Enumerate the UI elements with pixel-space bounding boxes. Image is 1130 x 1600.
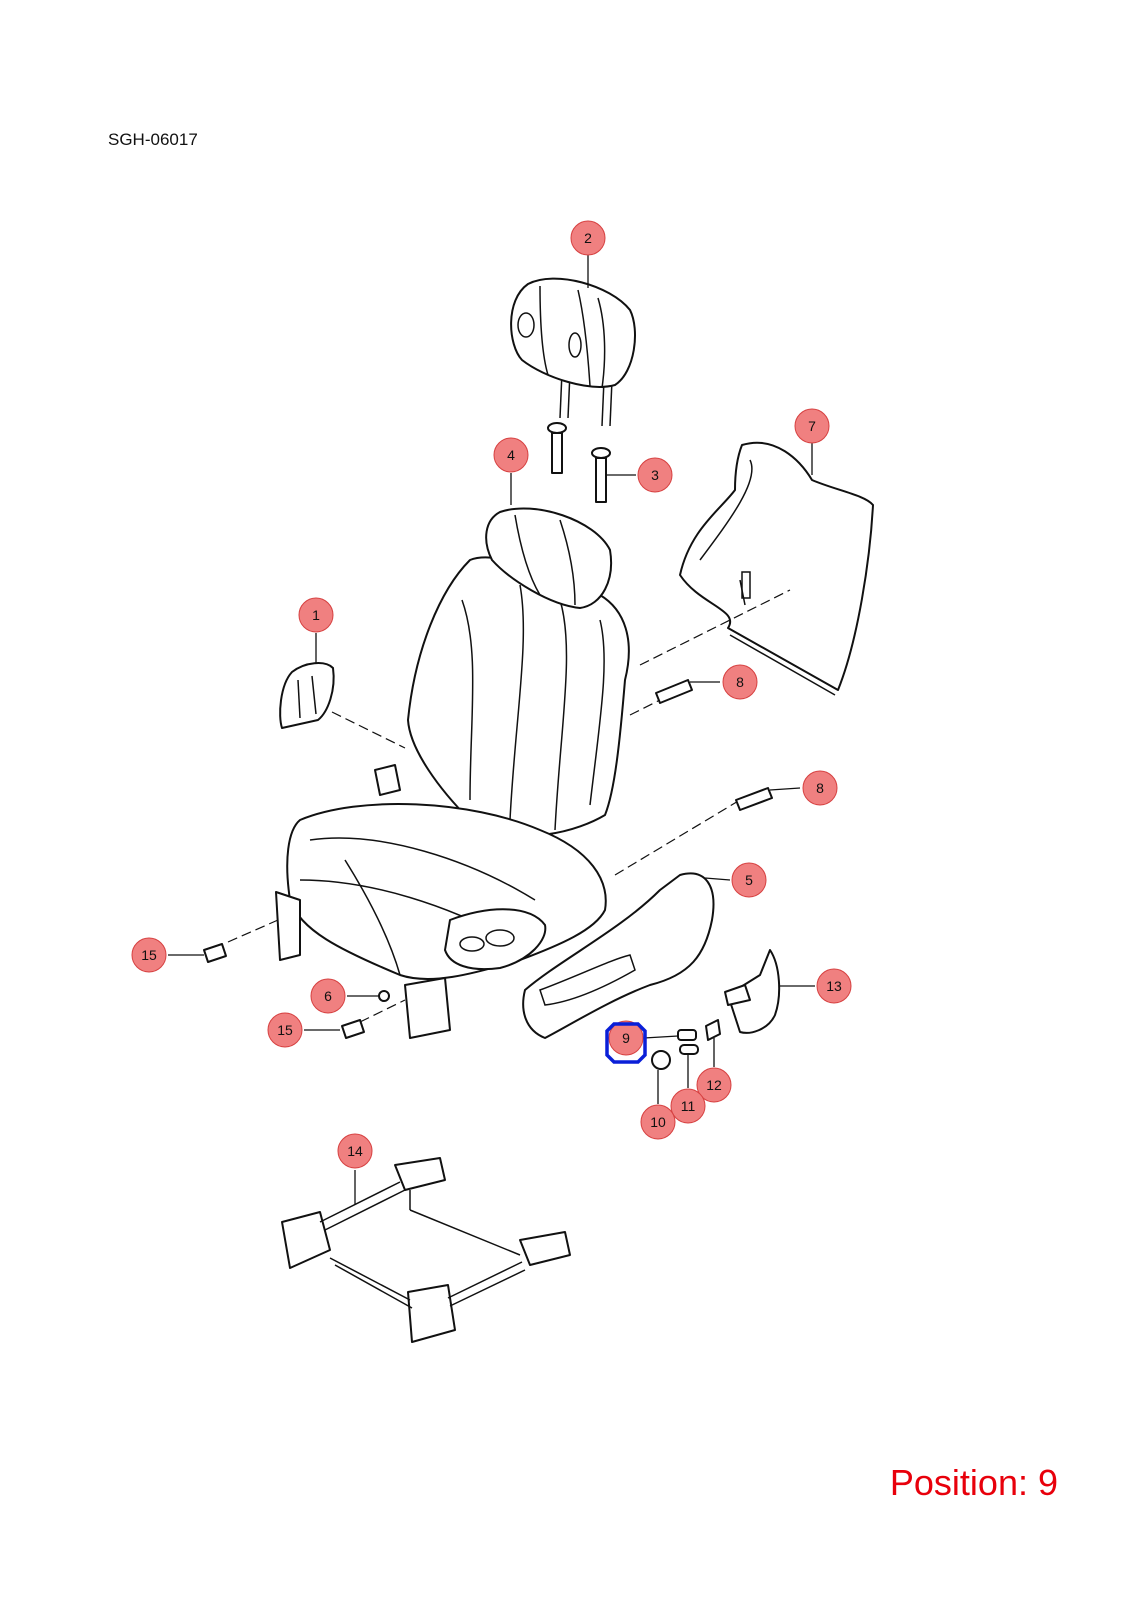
bolt-part [547,422,611,503]
callout-4[interactable]: 4 [493,437,529,473]
svg-text:6: 6 [324,988,332,1004]
callout-11[interactable]: 11 [670,1088,706,1124]
back-panel-part [679,441,874,696]
svg-text:15: 15 [277,1022,293,1038]
callout-3[interactable]: 3 [637,457,673,493]
callout-7[interactable]: 7 [794,408,830,444]
callout-10[interactable]: 10 [640,1104,676,1140]
callout-8-upper[interactable]: 8 [722,664,758,700]
cover-part [724,949,781,1034]
seat-frame-part [281,1157,571,1343]
svg-text:15: 15 [141,947,157,963]
callout-13[interactable]: 13 [816,968,852,1004]
svg-text:11: 11 [681,1098,696,1114]
callout-9[interactable]: 9 [608,1020,644,1056]
side-trim-part [279,662,335,729]
selected-highlight [605,1022,647,1064]
position-label: Position: 9 [889,1462,1058,1503]
svg-text:7: 7 [808,418,816,434]
svg-text:8: 8 [736,674,744,690]
callout-2[interactable]: 2 [570,220,606,256]
clip-part [203,679,773,1039]
side-shield-part [522,872,715,1039]
svg-text:4: 4 [507,447,515,463]
svg-text:9: 9 [622,1030,630,1046]
diagram-code: SGH-06017 [108,130,198,149]
callout-15-lower[interactable]: 15 [267,1012,303,1048]
small-parts [651,1019,721,1070]
callout-8-lower[interactable]: 8 [802,770,838,806]
svg-text:1: 1 [312,607,320,623]
seat-assembly [275,507,630,1039]
svg-text:8: 8 [816,780,824,796]
callout-5[interactable]: 5 [731,862,767,898]
headrest-part [510,277,636,427]
svg-text:10: 10 [650,1114,666,1130]
callout-15-upper[interactable]: 15 [131,937,167,973]
callout-1[interactable]: 1 [298,597,334,633]
callout-14[interactable]: 14 [337,1133,373,1169]
svg-text:12: 12 [706,1077,722,1093]
callout-6[interactable]: 6 [310,978,346,1014]
svg-text:13: 13 [826,978,842,994]
callout-12[interactable]: 12 [696,1067,732,1103]
svg-text:5: 5 [745,872,753,888]
svg-text:2: 2 [584,230,592,246]
svg-text:14: 14 [347,1143,363,1159]
svg-text:3: 3 [651,467,659,483]
